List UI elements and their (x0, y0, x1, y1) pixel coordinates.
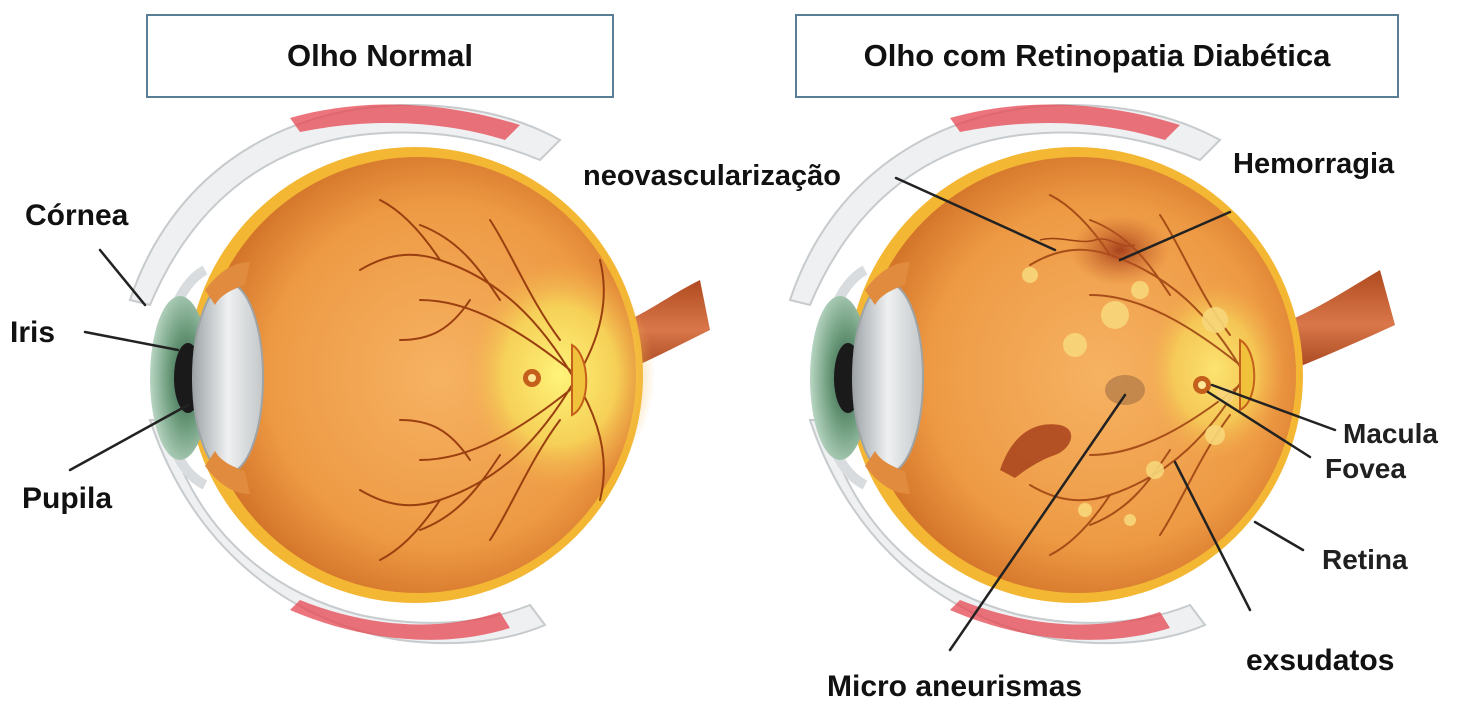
fovea-center (1198, 381, 1206, 389)
label-macula: Macula (1343, 420, 1438, 448)
label-neovascularization: neovascularização (583, 162, 841, 191)
label-fovea: Fovea (1325, 455, 1406, 483)
label-exudates: exsudatos (1246, 646, 1394, 676)
microaneurysm-cluster (1105, 375, 1145, 405)
label-retina: Retina (1322, 546, 1408, 574)
label-microaneurysms: Micro aneurismas (827, 672, 1082, 702)
lens (853, 283, 923, 473)
leader-retina (1255, 522, 1303, 550)
label-hemorrhage: Hemorragia (1233, 150, 1394, 179)
fovea-center (528, 374, 536, 382)
label-pupil: Pupila (22, 484, 112, 514)
label-cornea: Córnea (25, 201, 128, 231)
label-iris: Iris (10, 318, 55, 348)
lens (193, 283, 263, 473)
diabetic-eye (790, 104, 1395, 643)
optic-disc-glow (465, 260, 655, 490)
hemorrhage-large (1070, 215, 1170, 285)
